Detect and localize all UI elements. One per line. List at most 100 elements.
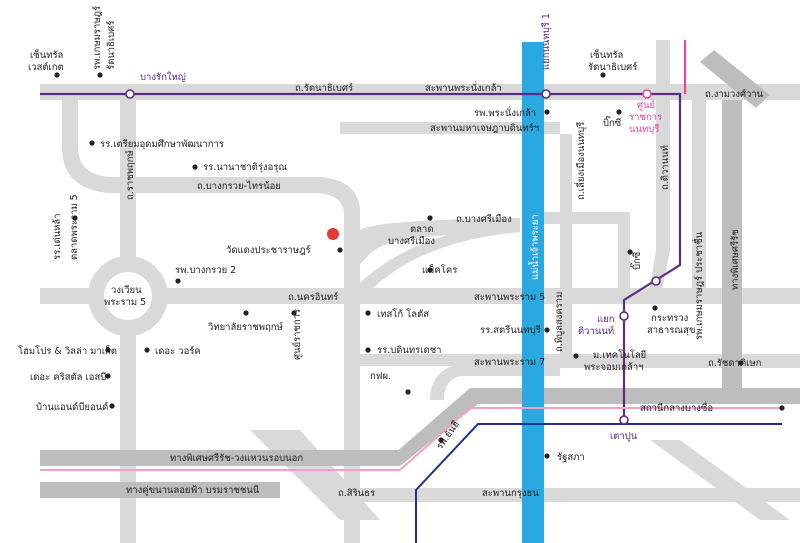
poi-dot-triam-udom [89,140,95,146]
label-phra-nang-klao-bridge: สะพานพระนั่งเกล้า [425,81,502,94]
label-civic-3: นนทบุรี [629,123,659,135]
road-tiwanon [648,40,670,300]
label-nakhon-in: ถ.นครอินทร์ [288,291,338,303]
poi-dot-tech [573,353,579,359]
label-the-crystal: เดอะ คริสตัล เอสบี [30,371,106,383]
label-talat-2: บางศรีเมือง [388,235,435,247]
poi-dot-home-pro [105,347,111,353]
poi-dot-wittayalai [243,310,249,316]
poi-dot-lotus [365,310,371,316]
label-kasemrad-2: รัตนาธิเบศร์ [105,21,117,70]
poi-dot-rachada [738,360,744,366]
destination-marker[interactable] [327,228,339,240]
label-kasem-prachachuen: รพ.เกษมราษฎร์ ประชาชื่น [692,231,705,340]
poi-dot-ratthasapha [544,453,550,459]
poi-dot-bang-kruai-hospital [175,278,181,284]
poi-dot-destination [337,247,343,253]
poi-dot-bang-sue [779,405,785,411]
poi-dot-central-westgate [54,72,60,78]
poi-dot-central-rattana [600,72,606,78]
label-civic-2: ราชการ [629,112,662,123]
road-lower-left-diagonal [250,430,380,520]
label-rama5-bridge: สะพานพระราม 5 [474,292,545,303]
poi-dot-bigc [616,109,622,115]
poi-dot-kasemrad [97,72,103,78]
road-vertical-middle [344,300,360,543]
label-tiwanon-road: ถ.ติวานนท์ [659,145,671,190]
label-ngam-wong-wan: ถ.งามวงศ์วาน [705,88,764,100]
label-bodindecha: รร.บดินทรเดชา [377,345,441,356]
label-maha-chesada: สะพานมหาเจษฎาบดินทร์ฯ [430,122,539,134]
label-central-westgate-2: เวสต์เกต [28,61,64,73]
label-nanachat: รร.นานาชาติรุ่งอรุณ [203,162,287,173]
label-lotus: เทสโก้ โลตัส [377,308,429,320]
label-ministry-2: สาธารณสุข [647,325,695,336]
chao-phraya-river [522,42,544,543]
label-tiwanon-junction-2: ติวานนท์ [578,325,614,337]
label-kasemrad: รพ.เกษมราษฎร์ [91,6,103,70]
label-phibun: ถ.พิบูลสงคราม [554,292,565,352]
label-the-walk: เดอะ วอร์ค [155,345,201,357]
label-civic-1: ศูนย์ [637,99,655,111]
label-kanchanaphisek: ทางพิเศษศรีรัช-วงแหวนรอบนอก [170,452,303,464]
label-satri: รร.สตรีนนทบุรี [480,324,541,336]
label-doen-hla: รร.เด่นหล้า [52,213,63,260]
label-wongwian-1: วงเวียน [111,284,142,296]
label-ratthasapha: รัฐสภา [557,452,585,463]
poi-dot-makro [427,267,433,273]
label-sanambinnam: ถ.เลี่ยงเมืองนนทบุรี [574,122,587,200]
label-rama7-bridge: สะพานพระราม 7 [474,357,545,368]
label-nonthaburi-1: แยกนนทบุรี 1 [540,13,552,70]
poi-dot-ministry-health [652,305,658,311]
poi-dot-sirin-hospital [438,437,444,443]
label-phra-nang-klao-hospital: รพ.พระนั่งเกล้า [474,106,536,119]
poi-dot-the-walk [144,347,150,353]
expressway-sirat-vertical [722,100,742,400]
label-bang-sue: สถานีกลางบางซื่อ [640,401,713,414]
poi-dot-bodindecha [365,347,371,353]
label-destination: วัดแดงประชาราษฎร์ [226,244,311,256]
poi-dot-bann-beyond [109,403,115,409]
label-makro: แม็คโคร [422,263,457,276]
road-phibunsongkhram [560,134,572,364]
label-bigc-1: บิ๊กซี [603,115,622,129]
label-ratchaphruek: ถ.ราชพฤกษ์ [124,150,136,200]
label-borommaratchachonnani: ทางคู่ขนานลอยฟ้า บรมราชชนนี [126,484,260,496]
pink-line-light [40,407,782,471]
expressway-sirat-top [700,50,770,108]
expressway-diagonal [380,388,800,466]
station-rattanathibet-tiwanon [651,276,661,286]
label-tech-2: พระจอมเกล้าฯ [584,362,644,373]
poi-dot-rama5-market [72,215,78,221]
poi-dot-the-crystal [105,373,111,379]
poi-dot-satri-nonthaburi [544,327,550,333]
label-triam-udom: รร.เตรียมอุดมศึกษาพัฒนาการ [100,138,224,150]
poi-dot-school-2 [291,310,297,316]
label-rama5-market-1: ตลาดพระราม 5 [69,194,80,260]
station-tao-poon [619,415,629,425]
station-nonthaburi-civic [642,89,652,99]
station-bang-rak-yai [125,89,135,99]
road-maha-chesada-bridge [340,122,560,134]
label-krung-thon: สะพานกรุงธน [482,488,539,499]
expressway-outer-ring [40,450,400,466]
label-bang-kruai-sai-noi: ถ.บางกรวย-ไทรน้อย [197,180,281,192]
label-central-westgate-1: เซ็นทรัล [30,48,64,61]
label-ministry-1: กระทรวง [651,313,688,324]
label-school-2: ศูนย์ราชการ [291,309,303,360]
road-sirindhorn [360,488,800,502]
label-river: แม่น้ำเจ้าพระยา [528,214,541,280]
road-rama7 [360,354,560,366]
rail-lines [40,40,782,543]
label-wittayalai: วิทยาลัยราชพฤกษ์ [207,321,283,333]
label-central-rattana-2: รัตนาธิเบศร์ [588,61,637,73]
label-bang-rak-yai: บางรักใหญ่ [140,71,186,83]
label-bang-kruai-hospital: รพ.บางกรวย 2 [175,265,236,276]
label-wongwian-2: พระราม 5 [104,297,146,308]
blue-line [415,423,782,543]
label-home-pro: โฮมโปร & วิลล่า มาเก็ต [18,344,117,357]
expressway-borommaratchachonnani [40,482,280,498]
purple-line [40,92,682,420]
label-bang-si-mueang-road: ถ.บางศรีเมือง [456,213,512,225]
